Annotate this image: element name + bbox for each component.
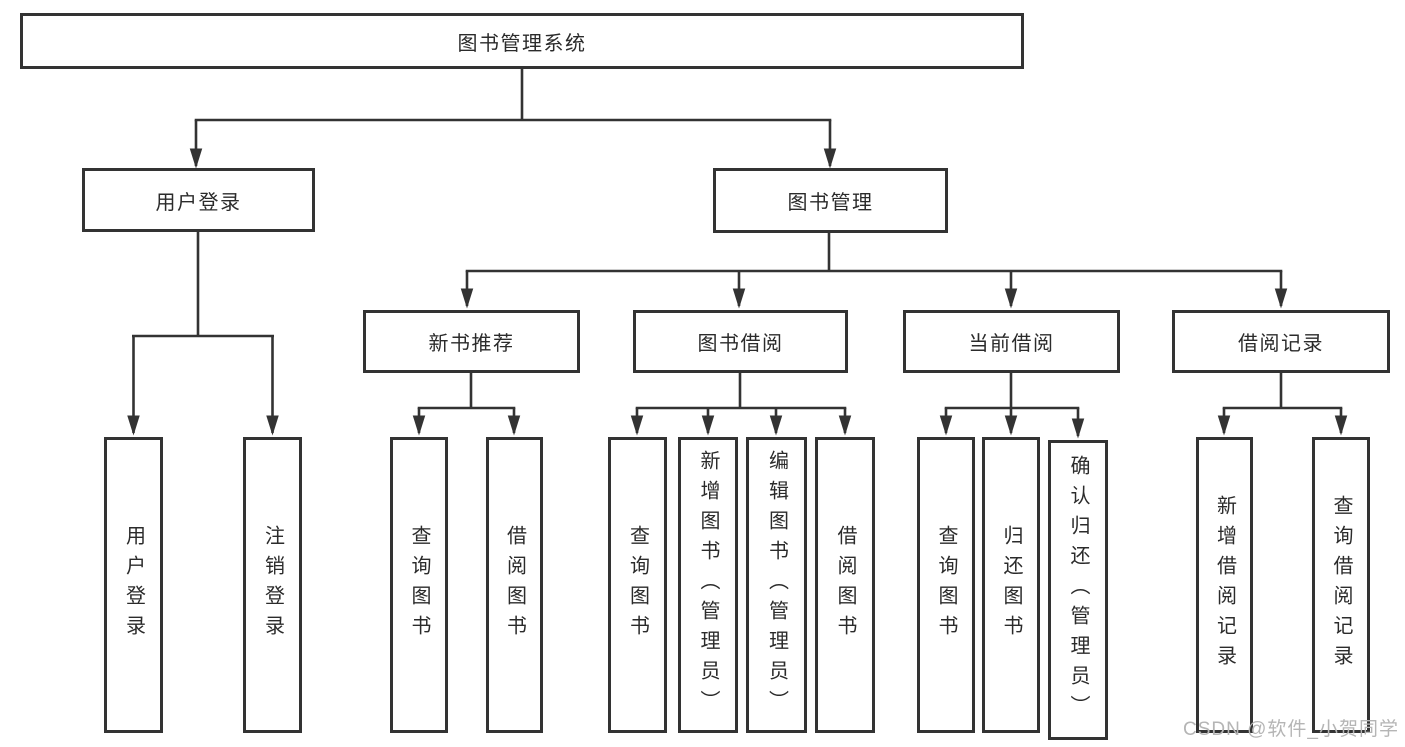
connector-new-books-children	[412, 373, 521, 436]
node-library-management-system: 图书管理系统	[20, 13, 1024, 69]
node-user-login: 用户登录	[82, 168, 315, 232]
node-current-query-books: 查询图书	[917, 437, 975, 733]
node-current-borrowing: 当前借阅	[903, 310, 1120, 373]
node-query-borrow-record: 查询借阅记录	[1312, 437, 1370, 733]
node-borrow-borrow-books: 借阅图书	[815, 437, 875, 733]
node-add-books-admin: 新增图书（管理员）	[678, 437, 738, 733]
watermark: CSDN @软件_小贺同学	[1183, 719, 1399, 740]
node-book-borrowing: 图书借阅	[633, 310, 848, 373]
node-borrow-records: 借阅记录	[1172, 310, 1390, 373]
node-new-book-recommendation: 新书推荐	[363, 310, 580, 373]
node-borrow-query-books: 查询图书	[608, 437, 667, 733]
node-return-books: 归还图书	[982, 437, 1040, 733]
node-newbooks-borrow-books: 借阅图书	[486, 437, 543, 733]
connector-book-mgmt-children	[460, 233, 1288, 309]
node-confirm-return-admin: 确认归还（管理员）	[1048, 440, 1108, 740]
connector-current-borrow-children	[939, 373, 1085, 439]
node-add-borrow-record: 新增借阅记录	[1196, 437, 1253, 733]
connector-book-borrow-children	[630, 373, 852, 436]
connector-user-login-children	[127, 232, 279, 436]
node-user-login-leaf: 用户登录	[104, 437, 163, 733]
node-book-management: 图书管理	[713, 168, 948, 233]
connector-borrow-records-children	[1217, 373, 1348, 436]
node-edit-books-admin: 编辑图书（管理员）	[746, 437, 807, 733]
node-newbooks-query-books: 查询图书	[390, 437, 448, 733]
node-logout: 注销登录	[243, 437, 302, 733]
connector-root-to-level2	[189, 69, 837, 169]
